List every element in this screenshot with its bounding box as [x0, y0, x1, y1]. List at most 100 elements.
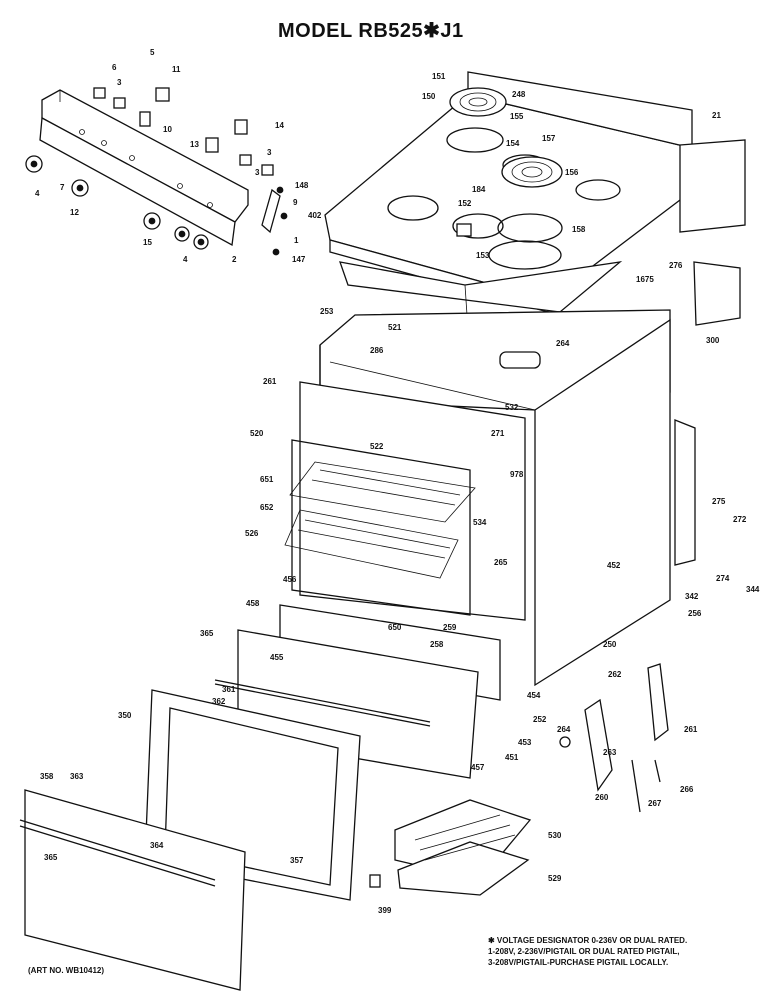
part-label: 521: [388, 323, 402, 332]
part-label: 266: [680, 785, 694, 794]
part-label: 267: [648, 799, 662, 808]
part-label: 3: [267, 148, 272, 157]
part-label: 455: [270, 653, 284, 662]
side-panel: [674, 419, 696, 566]
part-label: 248: [512, 90, 526, 99]
part-label: 15: [143, 238, 152, 247]
part-label: 402: [308, 211, 322, 220]
part-label: 154: [506, 139, 520, 148]
part-label: 2: [232, 255, 237, 264]
part-label: 365: [200, 629, 214, 638]
part-label: 155: [510, 112, 524, 121]
part-label: 147: [292, 255, 306, 264]
part-label: 457: [471, 763, 485, 772]
part-label: 358: [40, 772, 54, 781]
part-label: 148: [295, 181, 309, 190]
part-label: 272: [733, 515, 747, 524]
part-label: 157: [542, 134, 556, 143]
model-title: MODEL RB525✱J1: [278, 20, 464, 42]
part-label: 151: [432, 72, 446, 81]
part-label: 651: [260, 475, 274, 484]
part-label: 274: [716, 574, 730, 583]
part-label: 6: [112, 63, 117, 72]
voltage-note-line: ✱ VOLTAGE DESIGNATOR 0-236V OR DUAL RATE…: [488, 936, 688, 945]
part-label: 978: [510, 470, 524, 479]
part-label: 361: [222, 685, 236, 694]
oven-liner: [291, 381, 526, 621]
control-panel: [39, 89, 249, 247]
part-label: 286: [370, 346, 384, 355]
part-label: 530: [548, 831, 562, 840]
part-label: 13: [190, 140, 199, 149]
part-label: 276: [669, 261, 683, 270]
part-label: 454: [527, 691, 541, 700]
part-label: 250: [603, 640, 617, 649]
part-label: 456: [283, 575, 297, 584]
part-label: 350: [118, 711, 132, 720]
part-label: 363: [70, 772, 84, 781]
voltage-note-line: 3-208V/PIGTAIL-PURCHASE PIGTAIL LOCALLY.: [488, 958, 669, 967]
rear-panel: [679, 139, 746, 326]
part-label: 3: [255, 168, 260, 177]
part-label: 264: [557, 725, 571, 734]
part-label: 12: [70, 208, 79, 217]
part-label: 342: [685, 592, 699, 601]
part-label: 11: [172, 65, 181, 74]
part-label: 453: [518, 738, 532, 747]
part-label: 344: [746, 585, 760, 594]
voltage-note: ✱ VOLTAGE DESIGNATOR 0-236V OR DUAL RATE…: [488, 935, 763, 968]
part-label: 21: [712, 111, 721, 120]
part-label: 7: [60, 183, 65, 192]
part-label: 256: [688, 609, 702, 618]
part-label: 357: [290, 856, 304, 865]
hinge-bracket: [261, 186, 288, 256]
part-label: 4: [183, 255, 188, 264]
part-label: 1675: [636, 275, 654, 284]
voltage-note-line: 1-208V, 2-236V/PIGTAIL OR DUAL RATED PIG…: [488, 947, 680, 956]
surface-units: [446, 87, 563, 270]
part-label: 452: [607, 561, 621, 570]
part-label: 153: [476, 251, 490, 260]
part-label: 532: [505, 403, 519, 412]
part-label: 458: [246, 599, 260, 608]
part-label: 9: [293, 198, 298, 207]
control-knobs: [25, 155, 209, 250]
part-label: 526: [245, 529, 259, 538]
part-label: 262: [608, 670, 622, 679]
door-outer: [19, 789, 246, 991]
part-label: 652: [260, 503, 274, 512]
part-label: 264: [556, 339, 570, 348]
part-label: 260: [595, 793, 609, 802]
part-label: 364: [150, 841, 164, 850]
part-label: 650: [388, 623, 402, 632]
part-label: 529: [548, 874, 562, 883]
part-label: 534: [473, 518, 487, 527]
door-hinges: [369, 663, 669, 888]
part-label: 275: [712, 497, 726, 506]
part-label: 259: [443, 623, 457, 632]
part-label: 253: [320, 307, 334, 316]
part-label: 4: [35, 189, 40, 198]
part-label: 365: [44, 853, 58, 862]
broiler-pan: [394, 799, 532, 896]
part-label: 14: [275, 121, 284, 130]
part-label: 451: [505, 753, 519, 762]
part-label: 158: [572, 225, 586, 234]
oven-body: [319, 309, 671, 687]
part-label: 265: [494, 558, 508, 567]
part-label: 263: [603, 748, 617, 757]
part-label: 522: [370, 442, 384, 451]
part-label: 150: [422, 92, 436, 101]
part-label: 252: [533, 715, 547, 724]
part-label: 5: [150, 48, 155, 57]
part-label: 520: [250, 429, 264, 438]
part-label: 156: [565, 168, 579, 177]
part-label: 10: [163, 125, 172, 134]
part-label: 399: [378, 906, 392, 915]
part-labels: 5 6 3 11 10 14 3 13 3 4 7 12 148 9 402 1…: [35, 48, 760, 915]
part-label: 184: [472, 185, 486, 194]
switches: [93, 87, 274, 176]
part-label: 271: [491, 429, 505, 438]
part-label: 300: [706, 336, 720, 345]
